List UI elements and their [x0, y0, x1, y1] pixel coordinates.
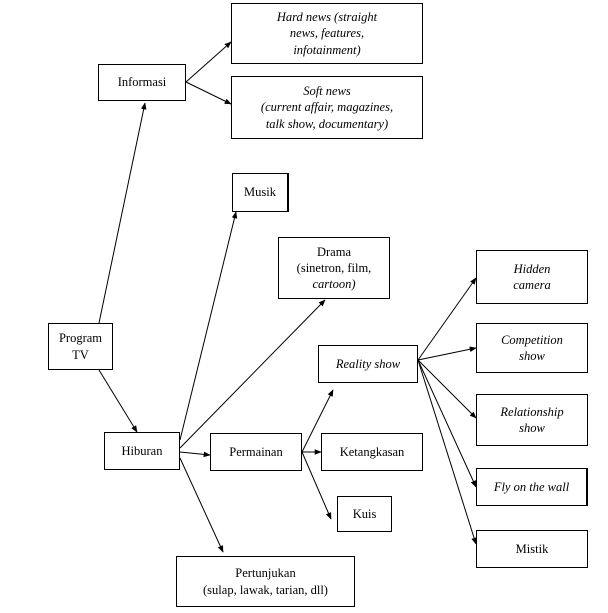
arrow-reality-to-hidden [417, 277, 477, 361]
node-drama: Drama(sinetron, film,cartoon) [278, 237, 390, 299]
node-hiburan: Hiburan [104, 432, 180, 470]
node-musik: Musik [232, 173, 289, 212]
node-ketangkasan: Ketangkasan [321, 433, 423, 471]
node-pertunjukan: Pertunjukan(sulap, lawak, tarian, dll) [176, 556, 355, 607]
node-informasi: Informasi [98, 64, 186, 101]
arrow-hiburan-to-pertunjukan [179, 457, 224, 553]
arrow-informasi-to-hardnews [185, 41, 232, 83]
node-soft-news: Soft news(current affair, magazines,talk… [231, 76, 423, 139]
arrow-permainan-to-kuis [301, 451, 332, 520]
arrow-reality-to-competition [417, 346, 477, 361]
arrow-program-to-hiburan [98, 369, 138, 433]
arrow-informasi-to-softnews [185, 81, 232, 105]
arrow-hiburan-to-permainan [179, 451, 211, 458]
node-fly-on-the-wall: Fly on the wall [476, 468, 588, 506]
arrow-permainan-to-realityshow [301, 389, 334, 453]
arrow-reality-to-mistik [417, 359, 477, 545]
node-mistik: Mistik [476, 530, 588, 568]
arrow-reality-to-flyonwall [417, 359, 477, 488]
arrow-program-to-informasi [98, 102, 147, 324]
node-reality-show: Reality show [318, 345, 418, 383]
arrow-reality-to-relationship [417, 359, 477, 419]
arrow-hiburan-to-musik [179, 211, 238, 441]
node-permainan: Permainan [210, 433, 302, 471]
node-kuis: Kuis [337, 496, 392, 532]
arrow-hiburan-to-drama [179, 299, 326, 449]
